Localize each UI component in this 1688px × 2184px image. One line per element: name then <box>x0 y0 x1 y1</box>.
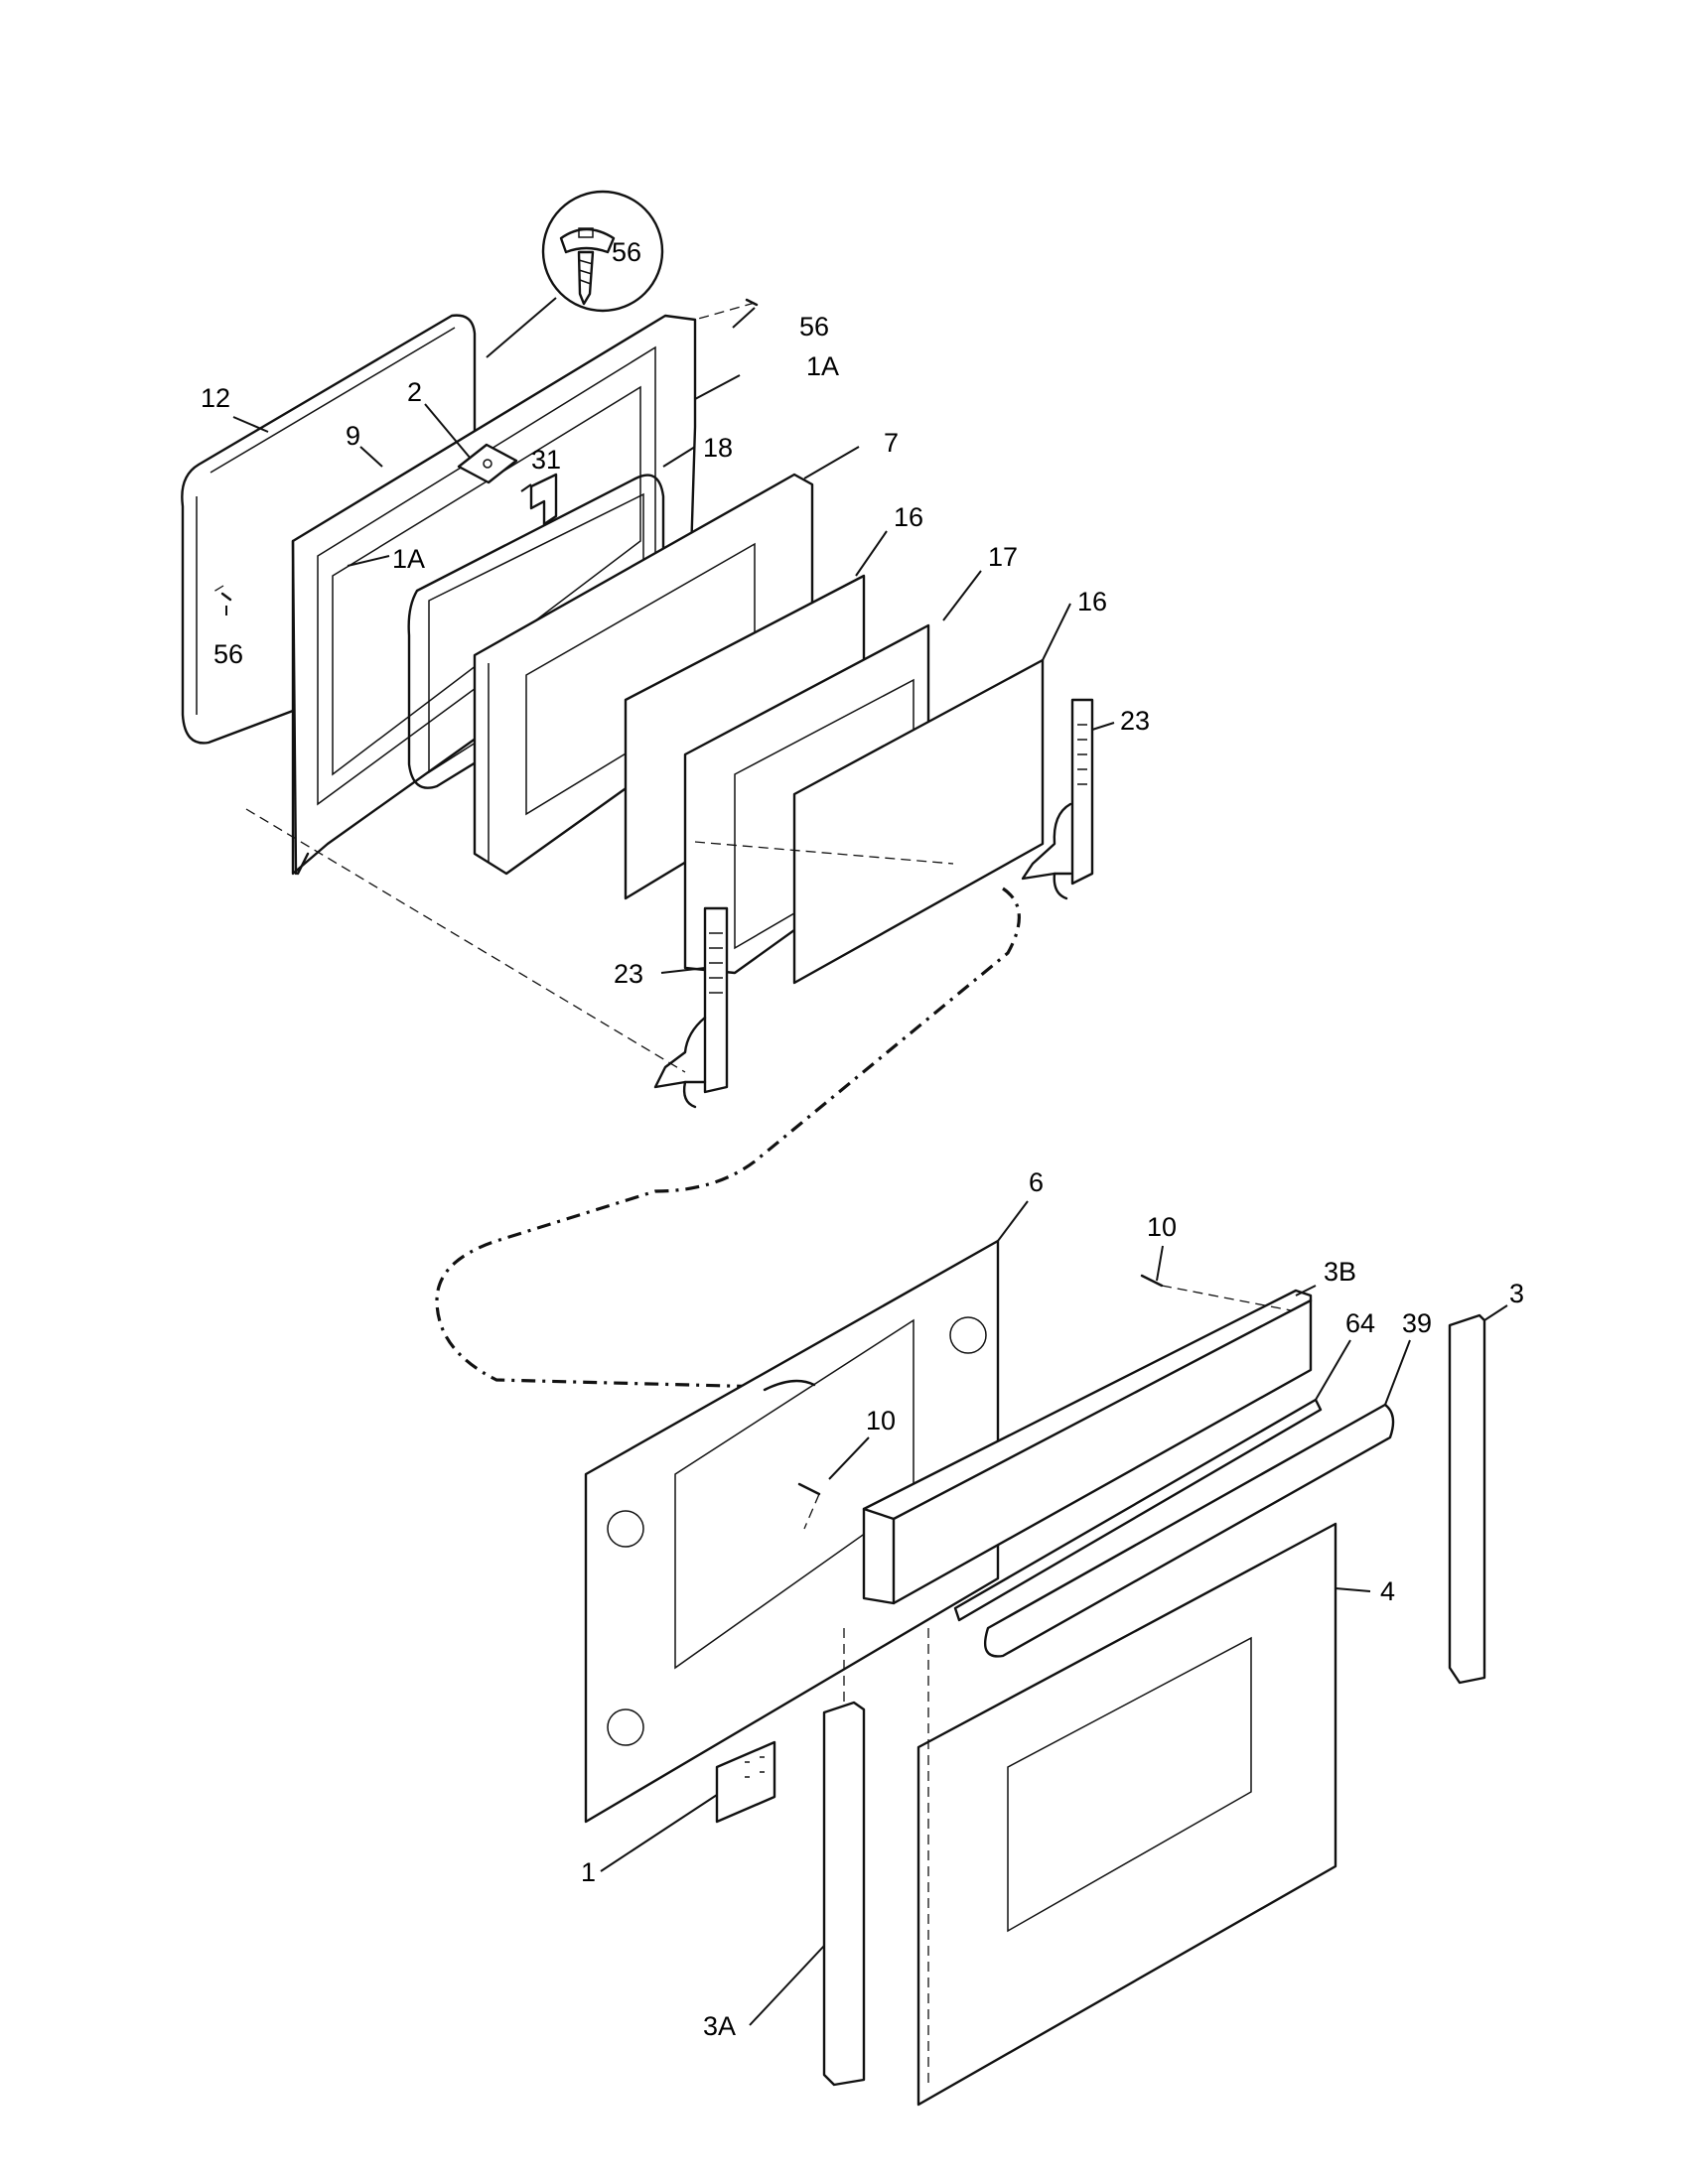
callout-2: 2 <box>407 377 422 407</box>
gasket-strip-64 <box>953 1398 1323 1622</box>
outer-panel-6 <box>584 1239 1000 1824</box>
bracket-1 <box>715 1740 776 1824</box>
callout-16-b: 16 <box>1077 587 1107 616</box>
callout-56-circle: 56 <box>612 237 641 267</box>
screw-56-top <box>745 298 759 307</box>
handle-housing-3B <box>862 1289 1313 1605</box>
side-trim-3 <box>1448 1313 1486 1685</box>
callout-16-a: 16 <box>894 502 923 532</box>
callout-31: 31 <box>531 445 561 475</box>
callout-7: 7 <box>884 428 899 458</box>
callout-1: 1 <box>581 1857 596 1887</box>
callout-1a-left: 1A <box>392 544 425 574</box>
callout-10-mid: 10 <box>866 1406 896 1435</box>
callout-10-top: 10 <box>1147 1212 1177 1242</box>
callout-56-left: 56 <box>213 639 243 669</box>
callout-64: 64 <box>1345 1308 1375 1338</box>
screw-detail-inset <box>486 190 664 358</box>
callout-3: 3 <box>1509 1279 1524 1308</box>
inner-door-liner <box>291 314 697 876</box>
screw-56-left <box>220 592 232 602</box>
hinge-right <box>1021 698 1094 900</box>
callout-12: 12 <box>201 383 230 413</box>
callout-3b: 3B <box>1324 1257 1356 1287</box>
glass-panel-16b <box>792 658 1045 985</box>
plate-2 <box>457 443 518 484</box>
screw-10-mid <box>797 1482 821 1496</box>
callout-23-right: 23 <box>1120 706 1150 736</box>
callout-3a: 3A <box>703 2011 736 2041</box>
callout-9: 9 <box>346 421 360 451</box>
handle-39 <box>983 1403 1395 1658</box>
callout-23-left: 23 <box>614 959 643 989</box>
callout-17: 17 <box>988 542 1018 572</box>
side-trim-3A <box>822 1701 866 2087</box>
callout-6: 6 <box>1029 1167 1044 1197</box>
hinge-left <box>653 906 729 1109</box>
callout-56-top: 56 <box>799 312 829 341</box>
callout-18: 18 <box>703 433 733 463</box>
screw-10-top <box>1140 1274 1164 1288</box>
outer-glass-door-4 <box>916 1522 1337 2107</box>
callout-1a-top: 1A <box>806 351 839 381</box>
callout-39: 39 <box>1402 1308 1432 1338</box>
callout-4: 4 <box>1380 1576 1395 1606</box>
